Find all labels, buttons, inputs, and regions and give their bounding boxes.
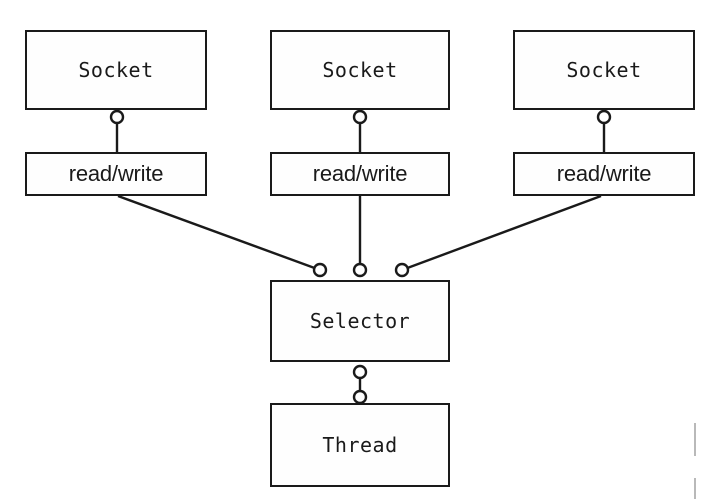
connector-readwrite-right-to-selector	[401, 194, 602, 272]
right-edge-mark-lower	[694, 478, 696, 499]
connector-readwrite-left-to-selector	[117, 194, 321, 272]
node-label-readwrite-right: read/write	[556, 161, 652, 186]
node-label-socket-right: Socket	[566, 58, 642, 82]
node-readwrite-middle[interactable]: read/write	[270, 152, 450, 196]
junction-selector-a-icon	[312, 262, 328, 278]
junction-selector-b-icon	[352, 262, 368, 278]
node-label-selector: Selector	[309, 309, 411, 333]
node-socket-right[interactable]: Socket	[513, 30, 695, 110]
node-label-readwrite-left: read/write	[68, 161, 164, 186]
junction-circles-group	[109, 109, 612, 405]
junction-socket-right-icon	[596, 109, 612, 125]
node-selector[interactable]: Selector	[270, 280, 450, 362]
right-edge-mark-upper	[694, 423, 696, 456]
junction-socket-middle-icon	[352, 109, 368, 125]
node-readwrite-left[interactable]: read/write	[25, 152, 207, 196]
junction-selector-c-icon	[394, 262, 410, 278]
node-label-readwrite-middle: read/write	[312, 161, 408, 186]
node-readwrite-right[interactable]: read/write	[513, 152, 695, 196]
node-label-socket-middle: Socket	[322, 58, 398, 82]
junction-thread-top-icon	[352, 389, 368, 405]
junction-selector-bottom-icon	[352, 364, 368, 380]
node-socket-left[interactable]: Socket	[25, 30, 207, 110]
node-label-thread: Thread	[322, 433, 398, 457]
node-socket-middle[interactable]: Socket	[270, 30, 450, 110]
node-label-socket-left: Socket	[78, 58, 154, 82]
node-thread[interactable]: Thread	[270, 403, 450, 487]
junction-socket-left-icon	[109, 109, 125, 125]
